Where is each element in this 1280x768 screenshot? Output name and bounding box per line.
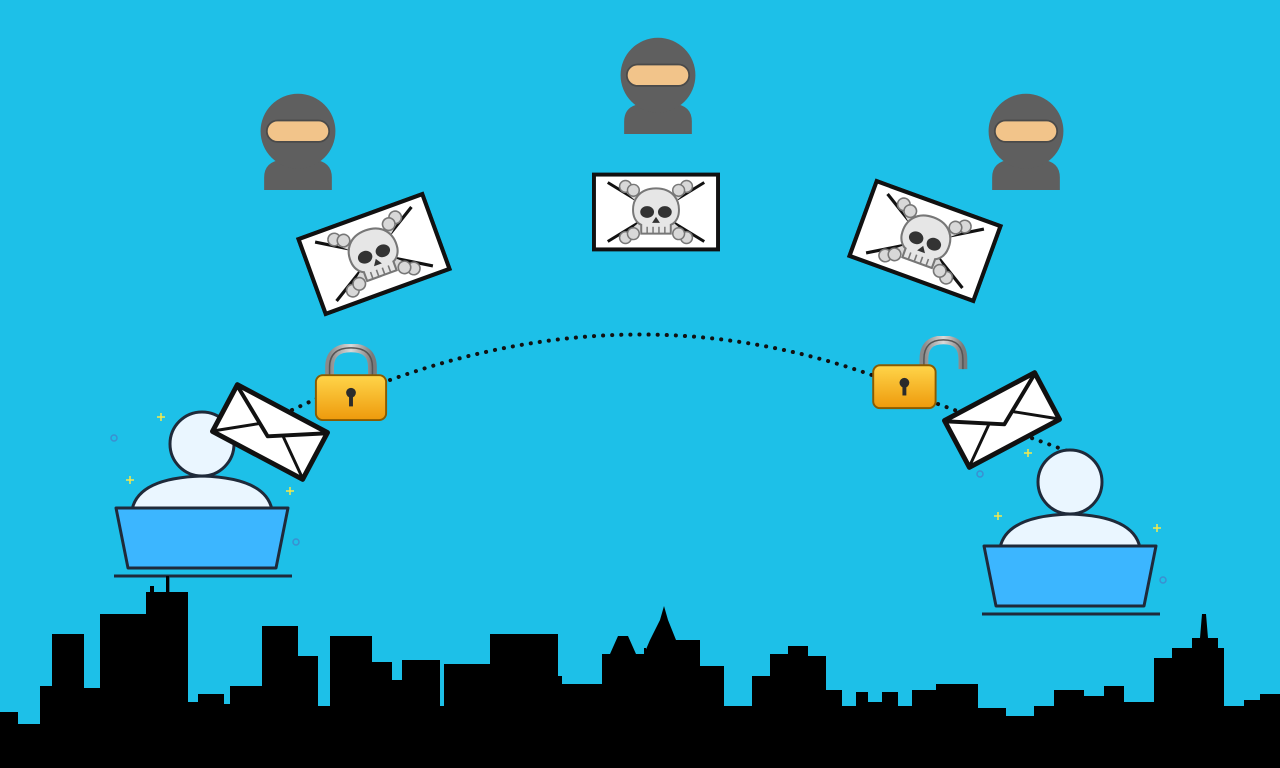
- city-skyline-silhouette: [0, 592, 1280, 768]
- dotted-connection-receiver-tail: [936, 402, 1072, 454]
- ninja-hacker-icon: [987, 92, 1065, 190]
- dotted-connection-arc: [388, 332, 882, 382]
- sparkle-decoration: [994, 449, 1161, 532]
- ninja-hacker-icon: [259, 92, 337, 190]
- ninja-hacker-icon: [619, 36, 697, 134]
- receiver: [873, 340, 1167, 616]
- sparkle-decoration: [126, 413, 294, 495]
- skull-crossbones-envelope-icon: [594, 175, 718, 250]
